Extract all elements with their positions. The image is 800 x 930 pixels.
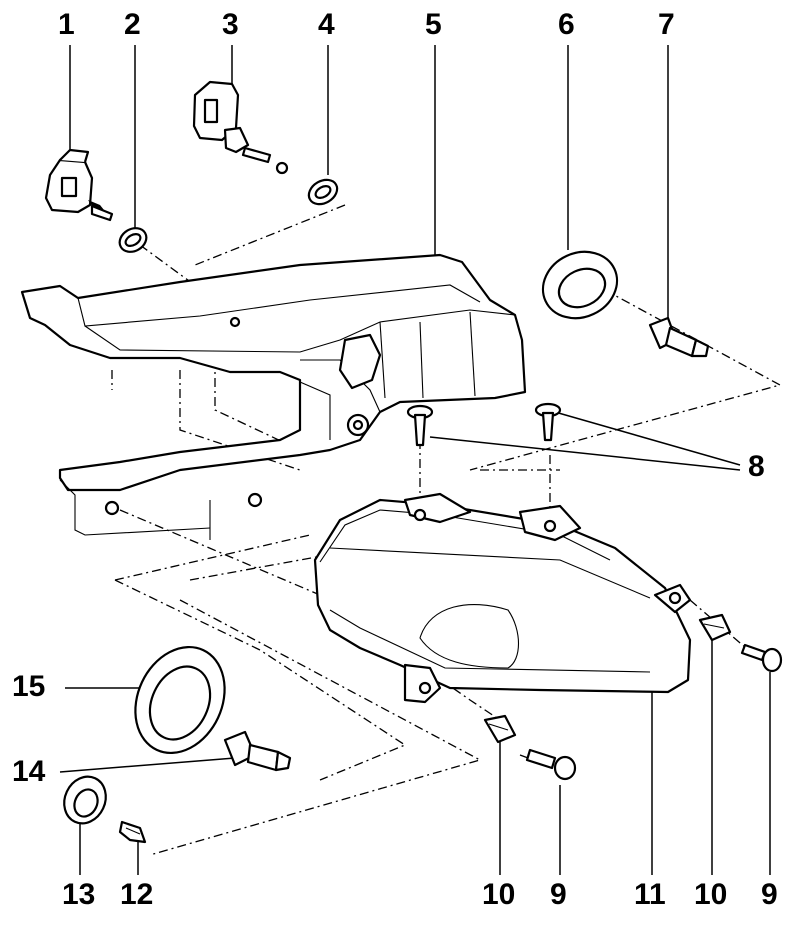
callout-3: 3 [222, 8, 239, 41]
leader-lines [59, 45, 771, 875]
small-cap-part [63, 775, 107, 825]
rear-cover-cap-part [134, 645, 226, 755]
callout-2: 2 [124, 8, 141, 41]
clip-nut-part-right [698, 613, 732, 642]
callout-10-right: 10 [694, 878, 728, 911]
halogen-bulb-part [648, 316, 710, 358]
headlight-housing-frame [20, 253, 527, 540]
cover-cap-part [541, 250, 619, 320]
callout-9-left: 9 [550, 878, 567, 911]
callout-4: 4 [318, 8, 335, 41]
sealing-ring-part [307, 178, 339, 206]
callout-1: 1 [58, 8, 75, 41]
callout-9-right: 9 [761, 878, 778, 911]
callout-13: 13 [62, 878, 96, 911]
parking-bulb-part [118, 820, 147, 844]
callout-12: 12 [120, 878, 154, 911]
callout-11: 11 [634, 878, 666, 911]
callout-7: 7 [658, 8, 675, 41]
callout-15: 15 [12, 670, 46, 703]
mounting-screws-part [406, 402, 562, 447]
callout-5: 5 [425, 8, 442, 41]
adjuster-motor-part [44, 148, 114, 222]
headlight-unit-part [313, 492, 692, 704]
screw-part-right [740, 643, 783, 673]
callout-14: 14 [12, 755, 46, 788]
callout-10-left: 10 [482, 878, 516, 911]
clip-nut-part [483, 714, 517, 744]
headlight-motor-part [192, 80, 289, 175]
callout-6: 6 [558, 8, 575, 41]
screw-part [525, 748, 577, 781]
ring-seal-part [118, 227, 148, 253]
callout-8: 8 [748, 450, 765, 483]
main-bulb-part [223, 730, 292, 772]
